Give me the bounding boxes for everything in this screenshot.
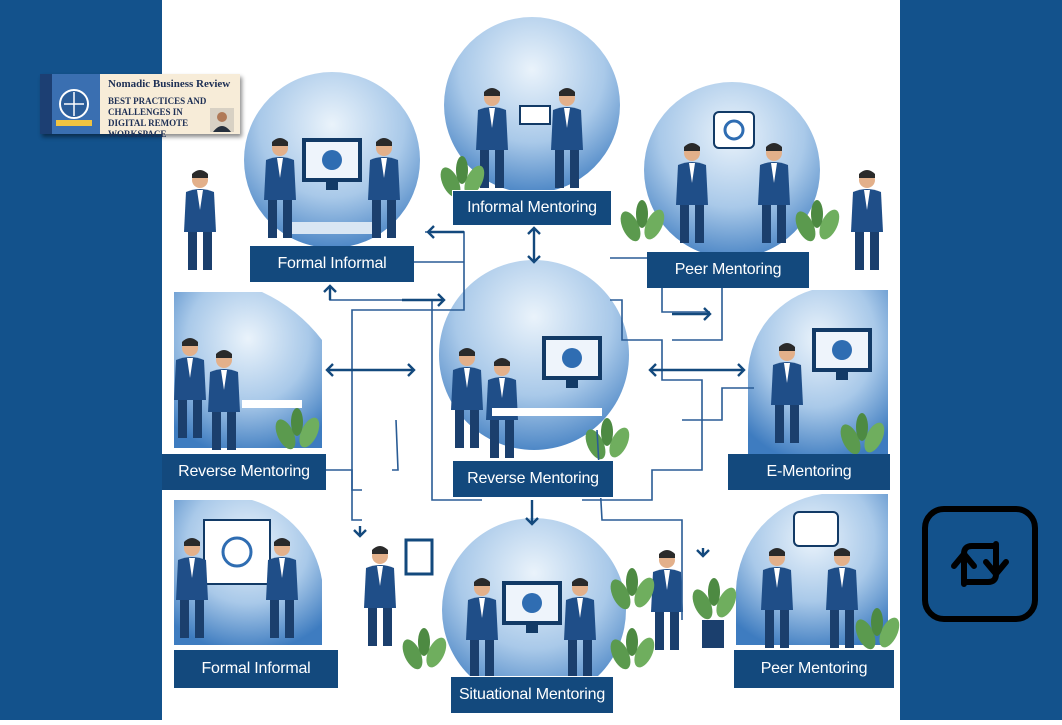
label-e-mentoring: E-Mentoring: [728, 454, 890, 490]
standing-figure-right: [851, 170, 883, 270]
diagram-illustration: [174, 17, 904, 702]
label-situational-mentoring: Situational Mentoring: [450, 676, 614, 714]
scene-peer-top-right: [616, 82, 844, 258]
label-peer-mentoring-bottom: Peer Mentoring: [734, 650, 894, 688]
publication-badge[interactable]: Nomadic Business Review BEST PRACTICES A…: [40, 74, 240, 139]
standing-figure-certificate: [364, 546, 396, 646]
label-reverse-mentoring-center: Reverse Mentoring: [452, 460, 614, 498]
scene-ementoring-mid-right: [747, 290, 889, 458]
standing-figure-bottom: [651, 550, 683, 650]
scene-situational-bottom: [398, 518, 659, 702]
mentoring-diagram: Informal Mentoring Formal Informal Peer …: [162, 0, 904, 720]
repost-icon: [951, 541, 1009, 587]
repost-button[interactable]: [922, 506, 1038, 622]
scene-formal-top-left: [244, 72, 420, 248]
book-cover-thumbnail-icon: [40, 74, 100, 134]
label-reverse-mentoring-left: Reverse Mentoring: [162, 454, 326, 490]
standing-figure-left: [184, 170, 216, 270]
label-formal-informal-bottom: Formal Informal: [174, 650, 338, 688]
label-peer-mentoring-top: Peer Mentoring: [647, 252, 809, 288]
scene-peer-bottom-right: [736, 494, 904, 653]
author-avatar-icon: [210, 108, 234, 132]
scene-reverse-center: [439, 260, 634, 463]
scene-informal-top: [436, 17, 620, 201]
connector-arrows: [323, 225, 746, 558]
label-informal-mentoring: Informal Mentoring: [452, 190, 612, 226]
label-formal-informal-top: Formal Informal: [250, 246, 414, 282]
badge-subtitle: BEST PRACTICES AND CHALLENGES IN DIGITAL…: [108, 96, 207, 139]
scene-reverse-mid-left: [174, 292, 324, 453]
certificate-icon: [404, 538, 434, 576]
badge-title: Nomadic Business Review: [108, 78, 231, 90]
scene-formal-bottom-left: [174, 500, 322, 645]
